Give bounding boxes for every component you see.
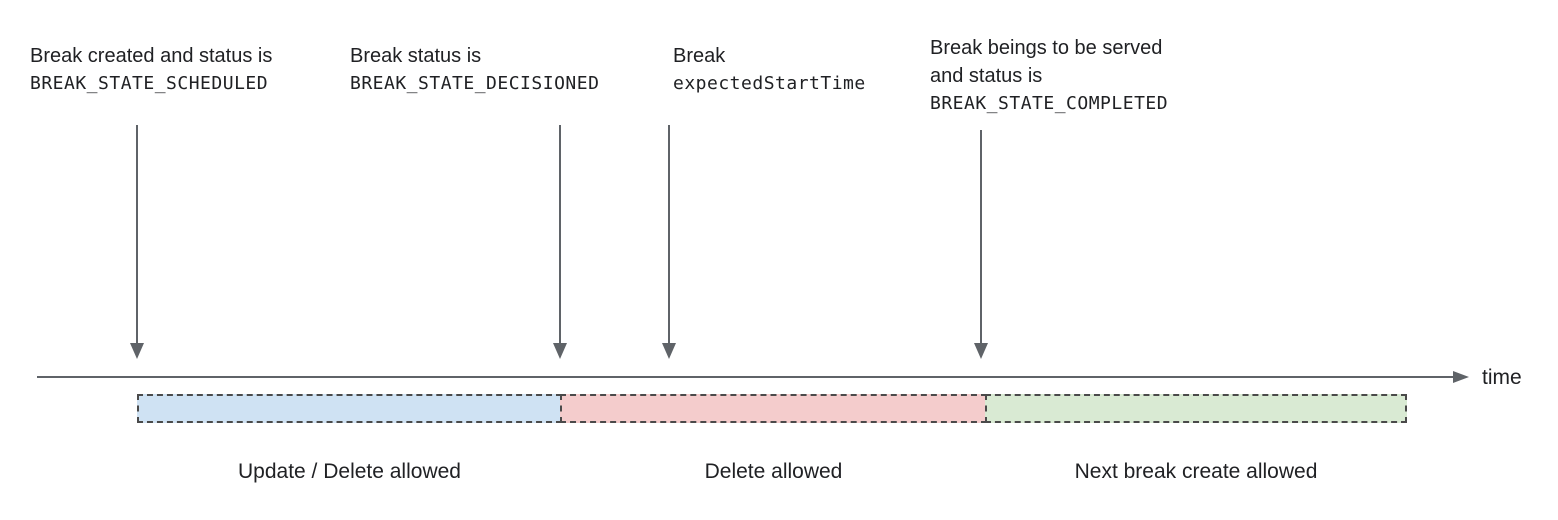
annotation-break-completed: Break beings to be served and status is …	[930, 34, 1168, 118]
time-axis	[37, 371, 1469, 383]
annotation-break-decisioned: Break status is BREAK_STATE_DECISIONED	[350, 42, 599, 98]
arrow-down-icon	[974, 130, 988, 359]
segment-update-delete-allowed	[137, 394, 562, 423]
annotation-expected-start-time: Break expectedStartTime	[673, 42, 866, 98]
annotation-text: Break beings to be served	[930, 37, 1163, 59]
annotation-text: Break status is	[350, 45, 482, 67]
arrow-down-icon	[662, 125, 676, 359]
axis-arrowhead-icon	[1453, 371, 1469, 383]
annotation-code: BREAK_STATE_DECISIONED	[350, 73, 600, 94]
arrow-down-icon	[130, 125, 144, 359]
annotation-code: expectedStartTime	[673, 73, 866, 94]
annotation-code: BREAK_STATE_COMPLETED	[930, 93, 1169, 114]
segment-next-break-create-allowed	[985, 394, 1407, 423]
segment-label: Update / Delete allowed	[238, 460, 461, 483]
arrowhead-icon	[974, 343, 988, 359]
time-axis-label: time	[1482, 366, 1522, 389]
arrowhead-icon	[130, 343, 144, 359]
arrow-down-icon	[553, 125, 567, 359]
arrowhead-icon	[662, 343, 676, 359]
annotation-text: Break	[673, 45, 726, 67]
annotation-text: and status is	[930, 65, 1043, 87]
annotation-break-scheduled: Break created and status is BREAK_STATE_…	[30, 42, 272, 98]
arrowhead-icon	[553, 343, 567, 359]
segment-label: Delete allowed	[704, 460, 843, 483]
annotation-code: BREAK_STATE_SCHEDULED	[30, 73, 269, 94]
annotation-text: Break created and status is	[30, 45, 273, 67]
segment-label: Next break create allowed	[1074, 460, 1318, 483]
segment-delete-allowed	[560, 394, 987, 423]
